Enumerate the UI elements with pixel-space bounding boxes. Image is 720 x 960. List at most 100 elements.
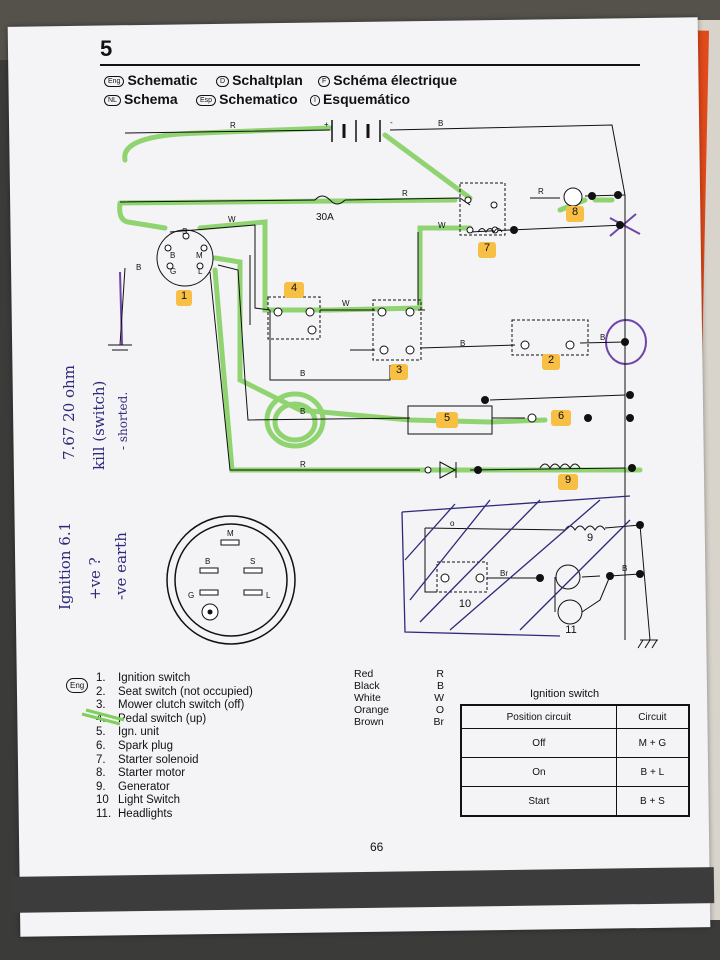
switch-contacts [273,196,575,583]
table-row: Start B + S [460,786,690,817]
svg-text:L: L [198,267,203,276]
handwritten-note-shorted: - shorted. [116,391,130,450]
pen-marks [119,213,647,365]
diagram-labels: R B + - 30A R R W W W S B M G L B B B B … [136,118,627,600]
legend-item: 3.Mower clutch switch (off) [96,699,245,712]
legend-item: 7.Starter solenoid [96,753,199,766]
connector-diagram [166,515,296,645]
legend-item: 9.Generator [96,780,170,793]
page-number: 5 [100,36,113,61]
svg-text:W: W [342,299,350,308]
tag-seat-switch: 2 [542,354,560,370]
svg-text:W: W [438,221,446,230]
coils [477,228,606,531]
tag-spark-plug: 6 [551,410,571,426]
table-cell: Start [460,786,617,817]
table-header: Position circuit [460,704,617,729]
tag-headlights: 11 [565,624,577,636]
legend-item: 8.Starter motor [96,767,186,780]
svg-text:30A: 30A [316,212,334,223]
legend-item: 2.Seat switch (not occupied) [96,685,253,698]
svg-text:-: - [390,118,393,127]
ignition-switch-body [156,229,214,287]
ignition-table-title: Ignition switch [530,688,600,700]
svg-text:B: B [300,369,305,378]
svg-text:B: B [622,564,627,573]
table-header: Circuit [615,704,690,729]
tag-generator: 9 [558,474,578,490]
svg-text:B: B [205,557,210,566]
table-cell: B + L [615,757,690,787]
tag-ignition-switch: 1 [176,290,192,306]
svg-text:B: B [170,251,175,260]
svg-text:Br: Br [500,569,508,578]
footer-page-number: 66 [370,840,384,854]
ignition-switch-terminals [164,232,208,270]
svg-text:M: M [227,529,234,538]
wires [108,124,626,640]
tag-generator-light: 9 [586,532,594,544]
component-legend: 1.Ignition switch 2.Seat switch (not occ… [96,672,253,822]
legend-language-badge: Eng [66,678,89,693]
tag-starter-solenoid: 7 [478,242,496,258]
table-cell: B + S [615,786,690,817]
table-row: On B + L [460,757,690,787]
table-row: Off M + G [460,728,690,758]
tag-mower-clutch-switch: 3 [390,364,408,380]
handwritten-note-ignition: Ignition 6.1 [56,521,74,610]
svg-text:R: R [230,121,236,130]
svg-text:R: R [538,187,544,196]
svg-text:G: G [188,591,194,600]
tag-pedal-switch: 4 [284,282,304,298]
svg-text:G: G [170,267,176,276]
handwritten-note-positive: +ve ? [86,557,104,600]
battery [331,120,381,142]
hatch-marks [401,495,631,637]
legend-item: 11.Headlights [96,807,173,820]
legend-highlight-mark [81,708,125,726]
tag-starter-motor: 8 [566,206,584,222]
legend-item: 5.Ign. unit [96,726,159,739]
handwritten-note-ohms: 7.67 20 ohm [60,365,78,460]
svg-text:+: + [324,120,329,129]
ignition-switch-table: Position circuit Circuit Off M + G On B … [460,704,690,817]
component-boxes [267,182,589,593]
starter-motor-symbol [563,187,583,207]
svg-text:B: B [438,119,443,128]
svg-text:L: L [266,591,271,600]
svg-text:M: M [196,251,203,260]
legend-item: 1.Ignition switch [96,672,191,684]
diode-symbol [424,461,457,479]
handwritten-note-kill: kill (switch) [90,380,108,470]
svg-text:R: R [300,460,306,469]
header-rule [100,64,640,66]
tag-ignition-unit: 5 [436,412,458,428]
svg-text:B: B [300,407,305,416]
light-circuit [424,524,658,649]
fuse-symbol [314,195,346,205]
ignition-unit-box [407,405,493,435]
tag-extra: 9 [604,226,616,227]
svg-text:o: o [450,519,455,528]
handwritten-note-negative: -ve earth [112,532,130,600]
svg-text:B: B [600,333,605,342]
table-header-row: Position circuit Circuit [460,704,690,729]
svg-text:S: S [182,227,187,236]
legend-item: 6.Spark plug [96,739,173,752]
svg-text:B: B [460,339,465,348]
junction-dots [474,191,644,582]
